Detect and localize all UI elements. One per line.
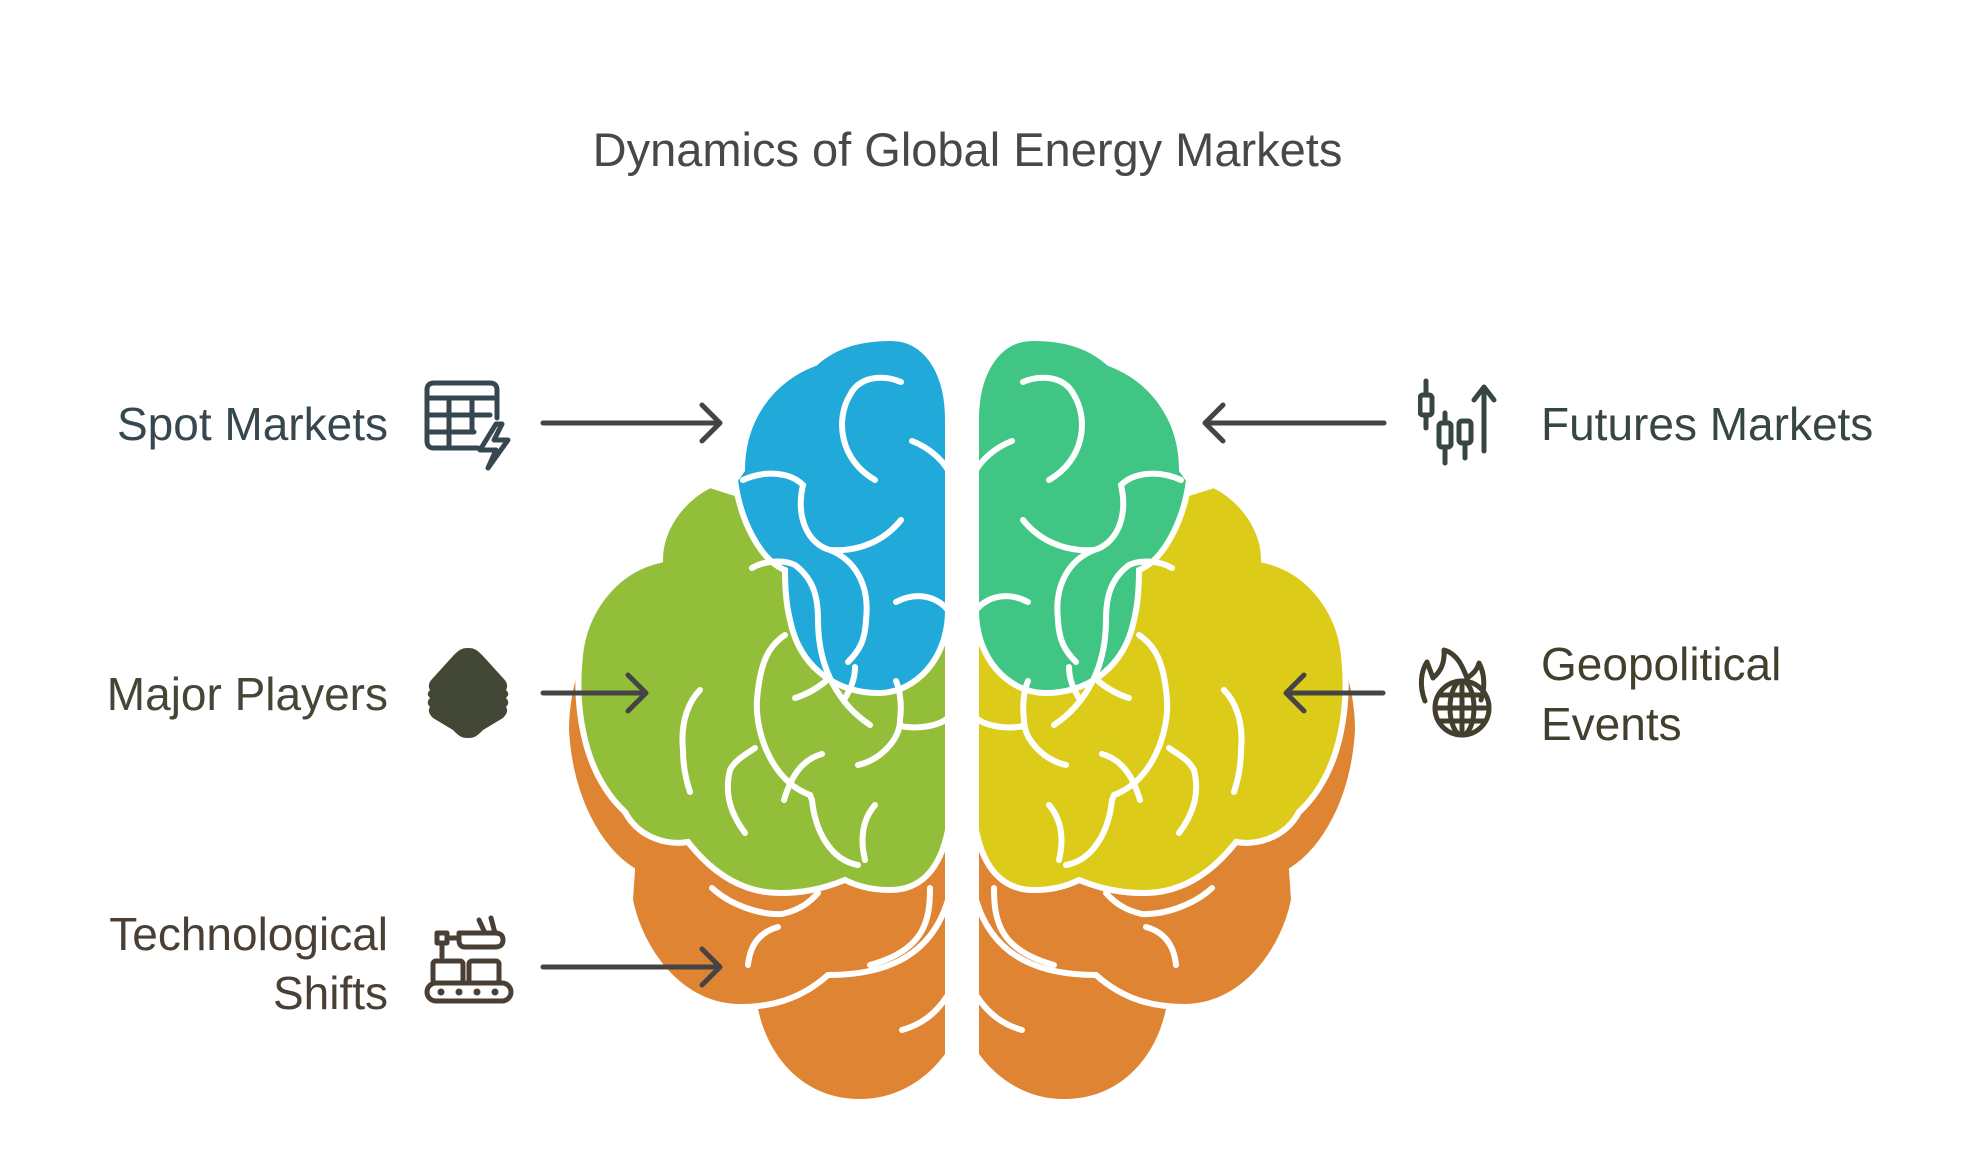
stacked-hexagon-icon xyxy=(427,648,509,738)
label-line-2: Events xyxy=(1541,698,1682,750)
arrow-geopolitical-events xyxy=(1283,672,1386,714)
arrow-futures-markets xyxy=(1202,402,1387,444)
label-technological-shifts: Technological Shifts xyxy=(109,905,388,1023)
conveyor-robot-arm-icon xyxy=(424,915,514,1004)
label-geopolitical-events: Geopolitical Events xyxy=(1541,634,1781,754)
burning-globe-icon xyxy=(1418,647,1492,738)
label-text: Major Players xyxy=(106,668,388,720)
diagram-title: Dynamics of Global Energy Markets xyxy=(592,123,1343,176)
arrow-major-players xyxy=(540,672,649,714)
label-line-1: Geopolitical xyxy=(1541,638,1782,690)
label-line-2: Shifts xyxy=(272,967,388,1019)
label-text: Futures Markets xyxy=(1541,398,1874,450)
arrow-spot-markets xyxy=(540,402,723,444)
label-futures-markets: Futures Markets xyxy=(1541,394,1873,454)
label-text: Spot Markets xyxy=(117,398,388,450)
label-spot-markets: Spot Markets xyxy=(117,394,388,454)
label-major-players: Major Players xyxy=(107,664,388,724)
candlestick-up-arrow-icon xyxy=(1418,378,1497,466)
arrow-technological-shifts xyxy=(540,946,723,988)
label-line-1: Technological xyxy=(109,908,388,960)
spreadsheet-lightning-icon xyxy=(424,380,511,471)
